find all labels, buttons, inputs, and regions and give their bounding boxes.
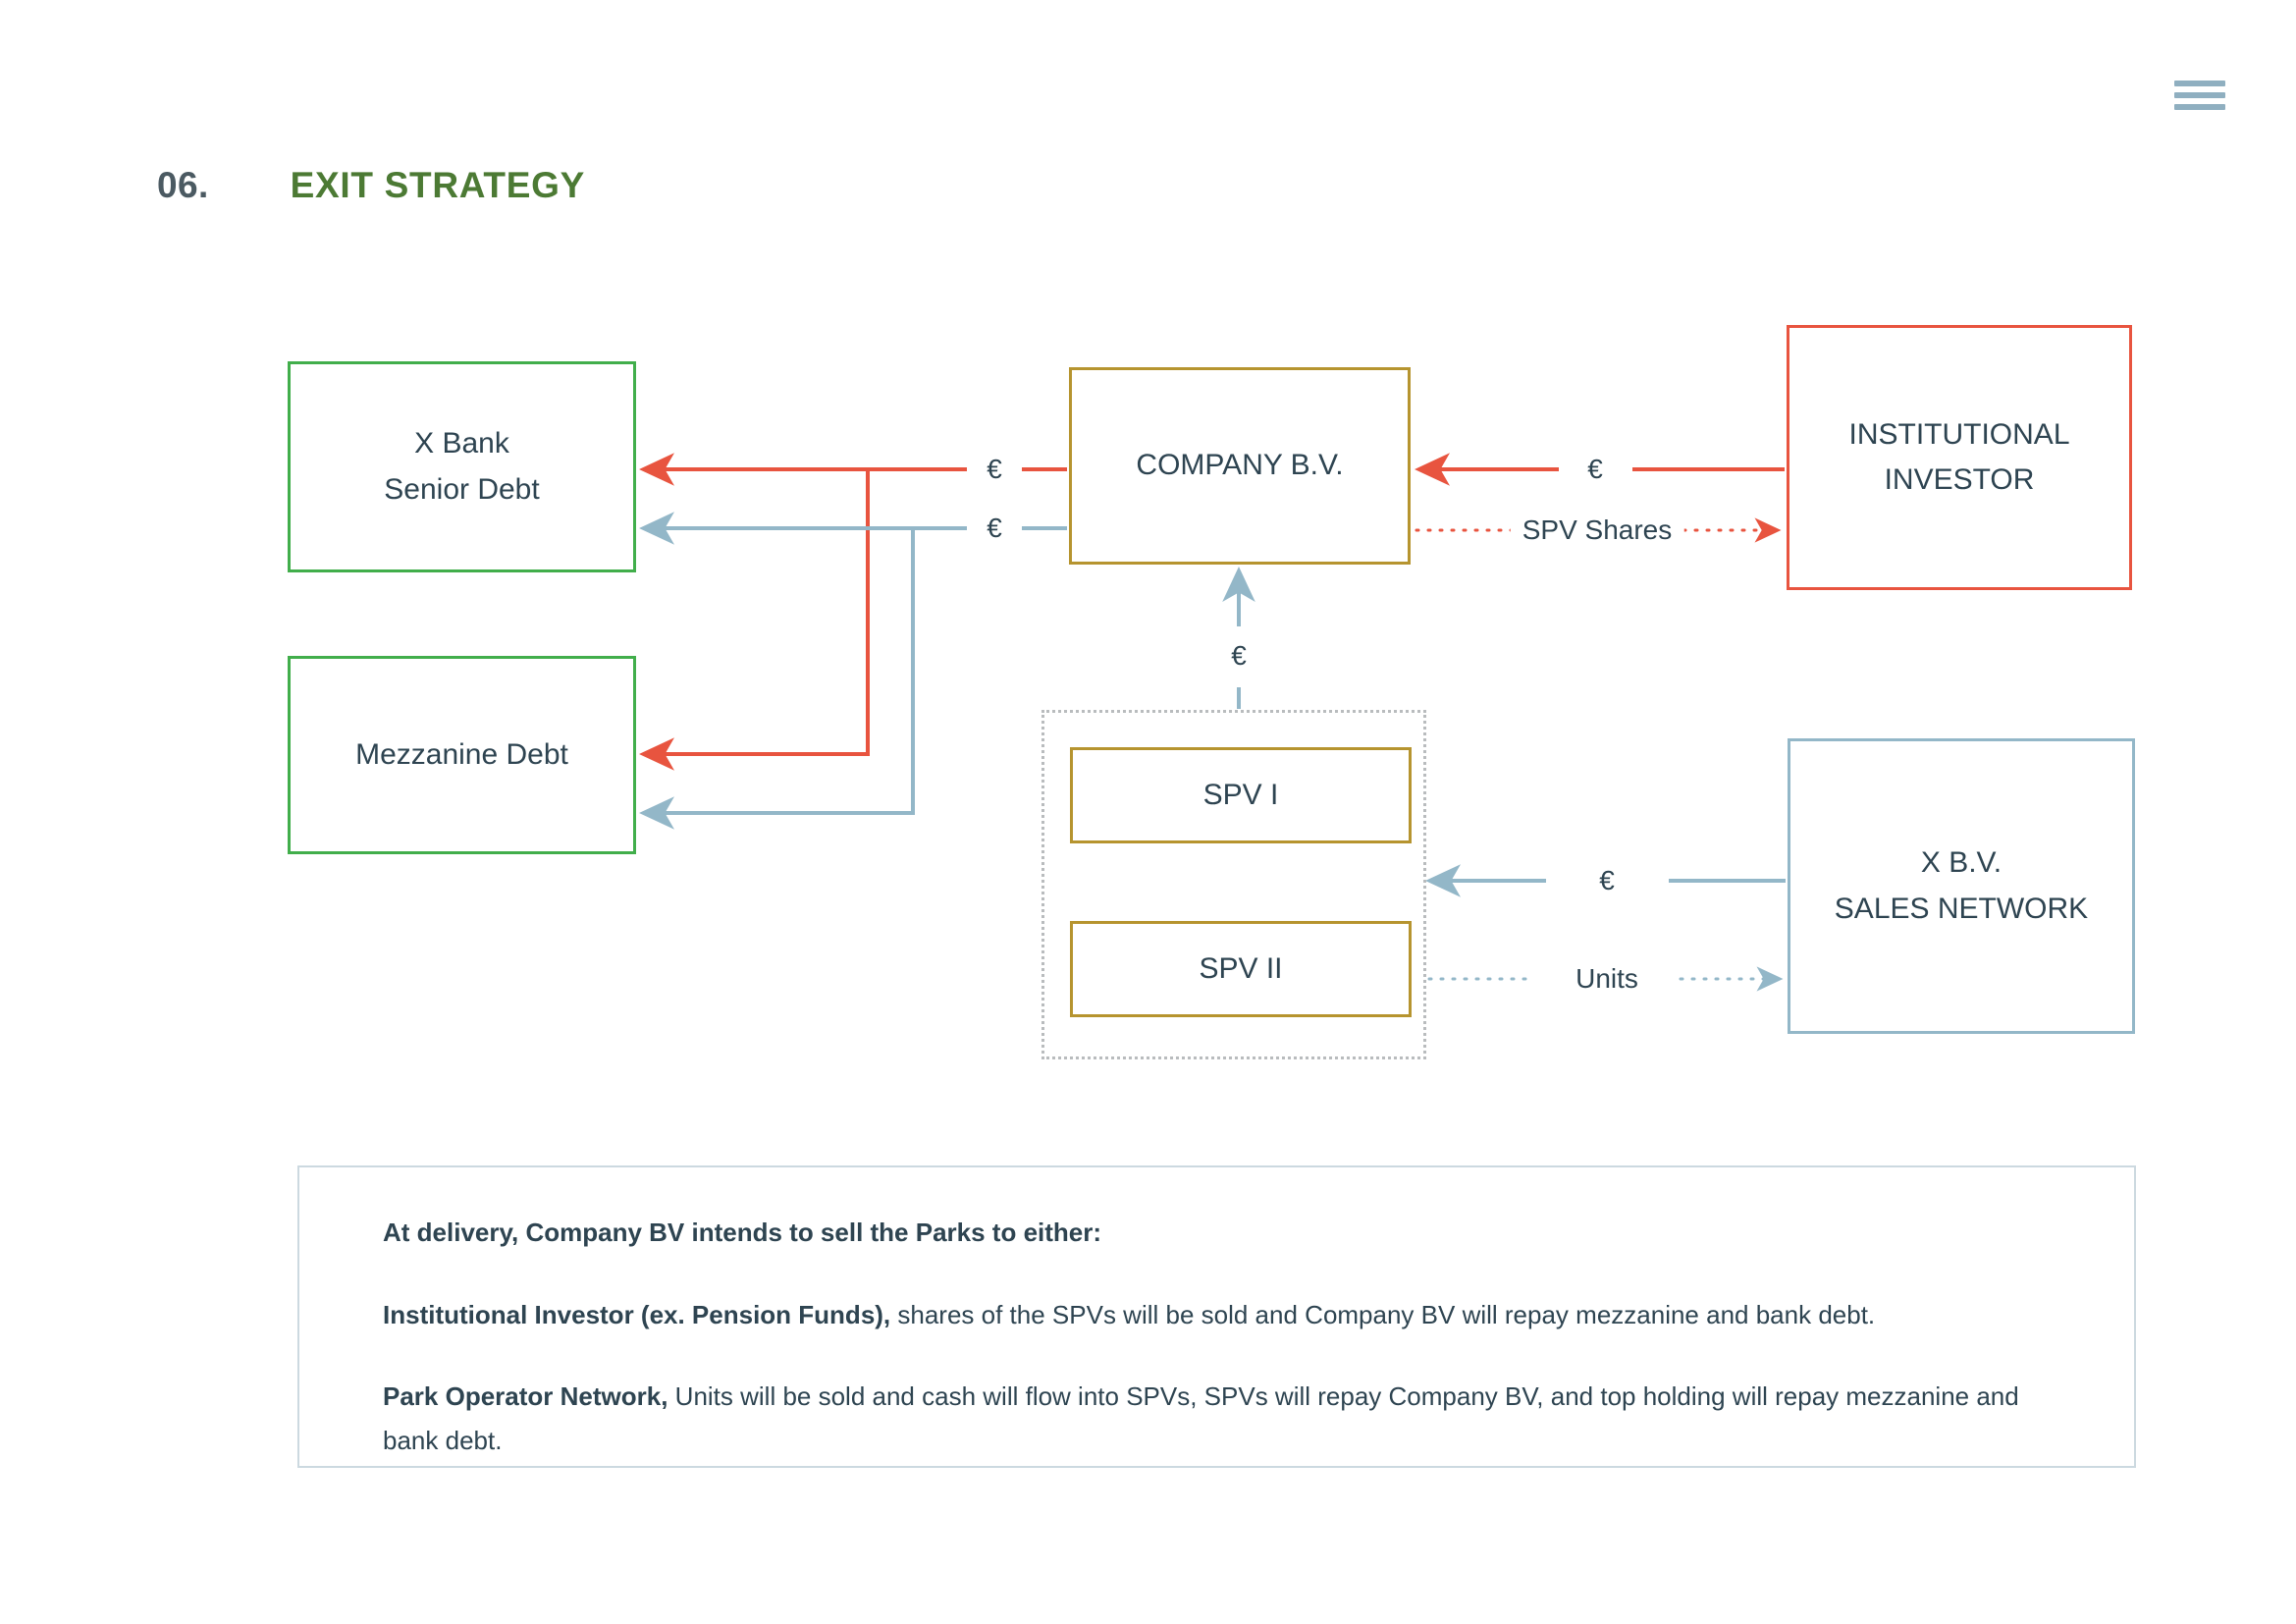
node-spv-2-label: SPV II [1199,951,1283,985]
connector-label-euro-company-to-bank: € [975,454,1014,485]
notes-item-institutional-investor: Institutional Investor (ex. Pension Fund… [383,1293,2075,1337]
notes-lead: At delivery, Company BV intends to sell … [383,1211,2075,1255]
node-mezzanine-debt[interactable]: Mezzanine Debt [288,656,636,854]
connector-bank-to-company-blue [639,512,1067,830]
node-company-bv-label: COMPANY B.V. [1136,449,1344,482]
hamburger-bar [2174,81,2225,86]
connector-label-euro-spv-to-company: € [1219,640,1258,672]
page-title: 06. EXIT STRATEGY [157,165,585,206]
node-sales-network[interactable]: X B.V. SALES NETWORK [1788,738,2135,1034]
section-title: EXIT STRATEGY [290,165,585,205]
connector-label-euro-bank-to-company: € [975,513,1014,544]
node-spv-1[interactable]: SPV I [1070,747,1412,843]
connector-label-euro-sales-to-spv: € [1587,865,1627,896]
node-company-bv[interactable]: COMPANY B.V. [1069,367,1411,565]
section-number: 06. [157,165,209,205]
notes-box: At delivery, Company BV intends to sell … [297,1165,2136,1468]
footer: COMPANY IM - 2021 Private & Confidential… [0,1557,2296,1624]
node-sales-network-line2: SALES NETWORK [1834,892,2089,925]
spv-group-container [1041,710,1426,1059]
node-x-bank-line2: Senior Debt [384,472,540,506]
hamburger-bar [2174,104,2225,110]
connector-label-euro-investor-to-company: € [1575,454,1615,485]
notes-lead-text: At delivery, Company BV intends to sell … [383,1218,1102,1247]
node-institutional-investor-line2: INVESTOR [1884,463,2035,496]
hamburger-icon[interactable] [2174,81,2225,110]
node-sales-network-line1: X B.V. [1920,846,2002,879]
notes-item2-rest: Units will be sold and cash will flow in… [383,1381,2019,1456]
node-spv-2[interactable]: SPV II [1070,921,1412,1017]
node-mezzanine-debt-label: Mezzanine Debt [355,737,568,771]
hamburger-bar [2174,92,2225,98]
notes-item1-rest: shares of the SPVs will be sold and Comp… [890,1299,1876,1329]
node-institutional-investor-line1: INSTITUTIONAL [1848,417,2070,451]
node-institutional-investor[interactable]: INSTITUTIONAL INVESTOR [1787,325,2132,590]
node-x-bank-line1: X Bank [414,427,509,460]
node-spv-1-label: SPV I [1202,778,1279,811]
connector-label-units: Units [1564,963,1650,995]
notes-item1-bold: Institutional Investor (ex. Pension Fund… [383,1299,891,1329]
node-x-bank[interactable]: X Bank Senior Debt [288,361,636,572]
connector-label-spv-shares: SPV Shares [1510,514,1684,546]
notes-item-park-operator-network: Park Operator Network, Units will be sol… [383,1375,2075,1462]
notes-item2-bold: Park Operator Network, [383,1381,668,1412]
